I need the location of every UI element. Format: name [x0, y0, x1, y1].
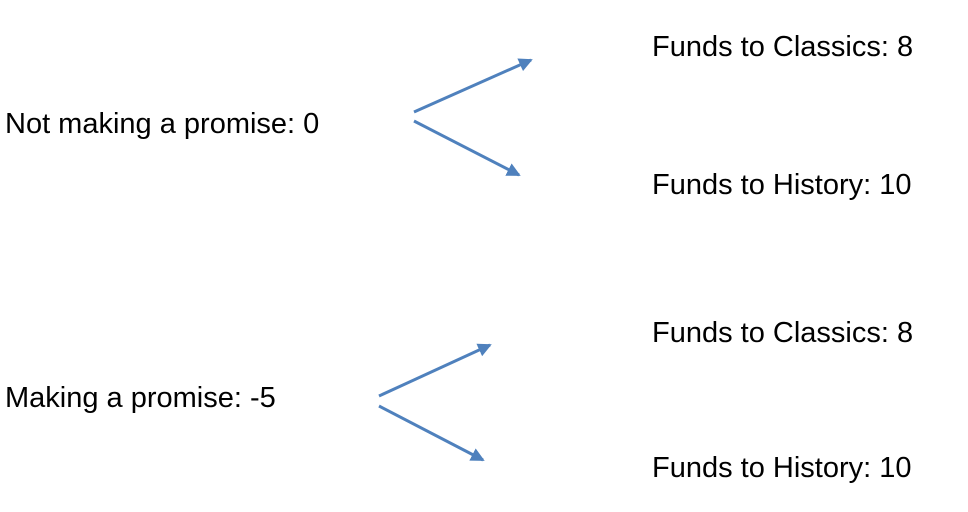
arrow-no-promise-to-classics	[413, 58, 533, 114]
outcome-node-funds-to-history-top: Funds to History: 10	[652, 169, 912, 201]
outcome-node-funds-to-history-bottom: Funds to History: 10	[652, 452, 912, 484]
decision-node-making-a-promise: Making a promise: -5	[5, 382, 276, 414]
outcome-node-funds-to-classics-top: Funds to Classics: 8	[652, 31, 914, 63]
decision-node-not-making-a-promise: Not making a promise: 0	[5, 108, 320, 140]
arrow-promise-to-history	[378, 404, 485, 462]
arrow-no-promise-to-history	[413, 119, 521, 177]
arrow-promise-to-classics	[378, 343, 492, 398]
outcome-node-funds-to-classics-bottom: Funds to Classics: 8	[652, 317, 914, 349]
